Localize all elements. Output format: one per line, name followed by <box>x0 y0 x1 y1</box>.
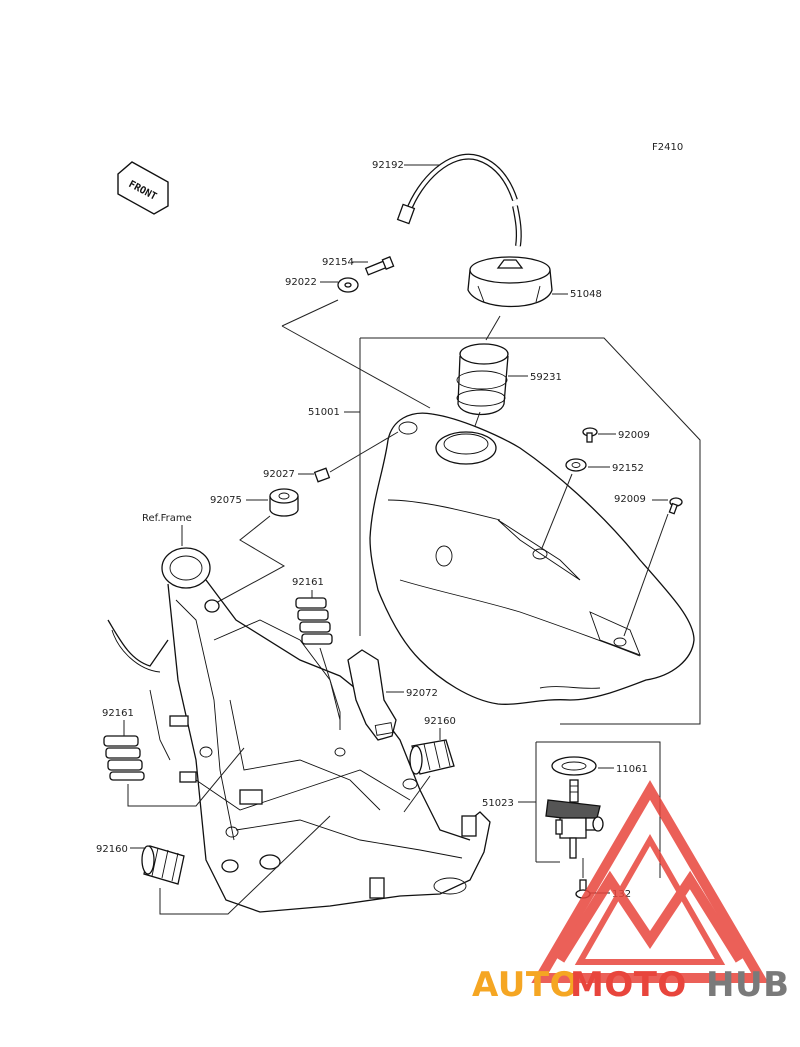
label-92075: 92075 <box>210 495 242 506</box>
label-92009-right: 92009 <box>614 494 646 505</box>
gasket-11061 <box>551 756 597 776</box>
figure-code: F2410 <box>652 142 683 153</box>
label-92160-right: 92160 <box>424 716 456 727</box>
rubber-92160-right <box>409 739 455 775</box>
damper-92075 <box>269 488 299 517</box>
bolt-92154 <box>364 256 395 276</box>
label-51001: 51001 <box>308 407 340 418</box>
grommet-92152 <box>565 458 587 472</box>
label-92192: 92192 <box>372 160 404 171</box>
damper-92161-lower <box>103 735 145 781</box>
label-92161-lower: 92161 <box>102 708 134 719</box>
label-92154: 92154 <box>322 257 354 268</box>
washer-92022 <box>337 277 359 293</box>
bolt-92009-top <box>582 427 598 443</box>
watermark-part2: MOTO <box>570 965 687 1005</box>
label-92009-top: 92009 <box>618 430 650 441</box>
label-92152: 92152 <box>612 463 644 474</box>
label-92161-upper: 92161 <box>292 577 324 588</box>
bolt-92009-right <box>668 497 683 515</box>
label-92160-left: 92160 <box>96 844 128 855</box>
label-51048: 51048 <box>570 289 602 300</box>
damper-92161-upper <box>295 597 333 645</box>
fuel-cock <box>545 779 604 859</box>
filler-neck <box>456 343 509 416</box>
rubber-92160-left <box>141 845 185 885</box>
watermark-part1: AUTO <box>472 965 579 1005</box>
label-92072: 92072 <box>406 688 438 699</box>
ref-frame-label: Ref.Frame <box>142 513 192 524</box>
label-92027: 92027 <box>263 469 295 480</box>
band-92072 <box>347 649 397 741</box>
fuel-tank <box>369 412 695 705</box>
watermark-logo <box>531 780 769 983</box>
breather-hose <box>396 153 522 247</box>
motorcycle-frame <box>107 547 491 913</box>
watermark-part3: HUB <box>706 965 789 1005</box>
front-arrow-icon: FRONT <box>117 161 169 215</box>
fuel-cap <box>467 256 553 308</box>
label-92022: 92022 <box>285 277 317 288</box>
label-59231: 59231 <box>530 372 562 383</box>
collar-92027 <box>313 467 331 483</box>
watermark-text: AUTO MOTO HUB <box>472 965 789 1005</box>
label-51023: 51023 <box>482 798 514 809</box>
label-11061: 11061 <box>616 764 648 775</box>
